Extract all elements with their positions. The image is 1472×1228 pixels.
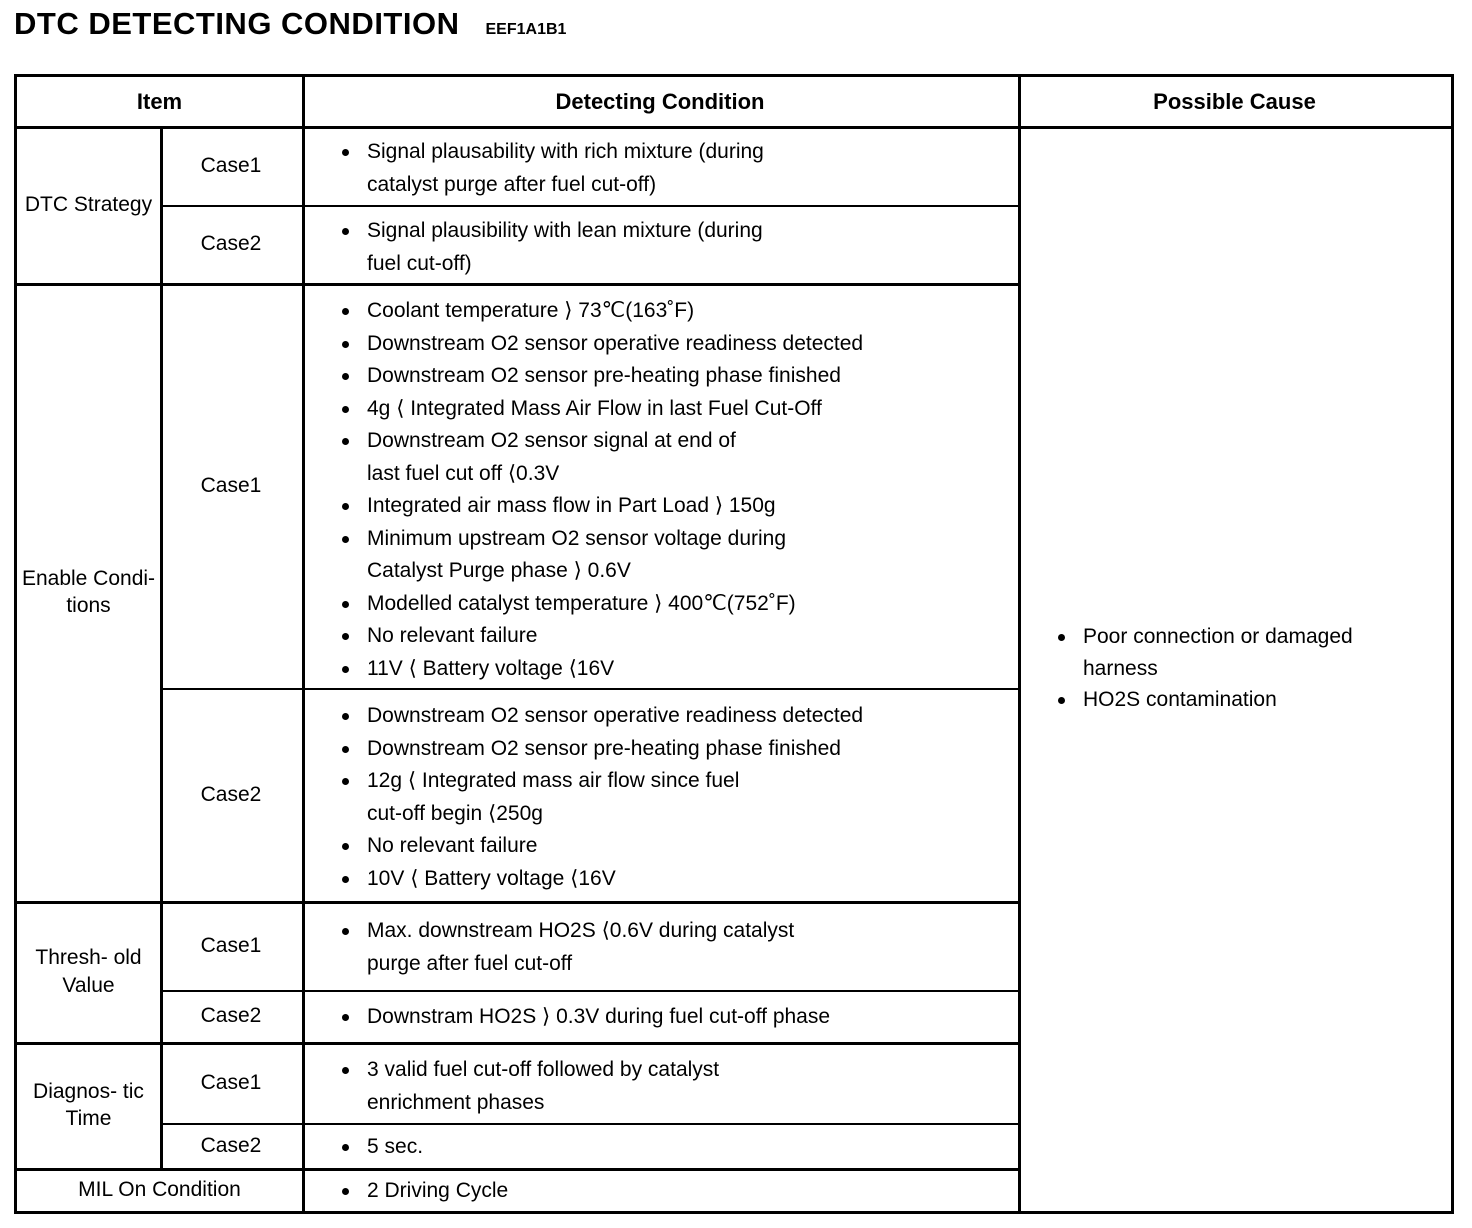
condition-enable-conditions-case1: Coolant temperature ⟩ 73℃(163˚F) Downstr… [302, 283, 1018, 688]
list-item: Poor connection or damaged harness [1052, 621, 1353, 684]
case-label-text: Case2 [200, 1133, 262, 1157]
row-item-mil-on-condition-label: MIL On Condition [78, 1177, 241, 1201]
case-label-diagnostic-time-case2: Case2 [160, 1123, 302, 1168]
condition-list: Downstram HO2S ⟩ 0.3V during fuel cut-of… [336, 1001, 1018, 1034]
header-possible-cause-label: Possible Cause [1153, 88, 1316, 114]
header-possible-cause: Possible Cause [1018, 77, 1451, 126]
row-item-diagnostic-time-label: Diagnos- tic Time [33, 1079, 144, 1130]
list-item: 12g ⟨ Integrated mass air flow since fue… [336, 765, 1018, 830]
condition-diagnostic-time-case1: 3 valid fuel cut-off followed by catalys… [302, 1042, 1018, 1123]
condition-threshold-value-case2: Downstram HO2S ⟩ 0.3V during fuel cut-of… [302, 990, 1018, 1042]
condition-list: Coolant temperature ⟩ 73℃(163˚F) Downstr… [336, 295, 1018, 686]
condition-mil-on-condition: 2 Driving Cycle [302, 1168, 1018, 1211]
row-item-dtc-strategy: DTC Strategy [17, 126, 160, 283]
list-item: Signal plausibility with lean mixture (d… [336, 215, 1018, 280]
case-label-text: Case1 [200, 473, 262, 497]
row-item-diagnostic-time: Diagnos- tic Time [17, 1042, 160, 1168]
case-label-dtc-strategy-case2: Case2 [160, 205, 302, 283]
list-item: 3 valid fuel cut-off followed by catalys… [336, 1054, 1018, 1119]
list-item: Max. downstream HO2S ⟨0.6V during cataly… [336, 915, 1018, 980]
page-reference-code: EEF1A1B1 [485, 21, 567, 38]
condition-threshold-value-case1: Max. downstream HO2S ⟨0.6V during cataly… [302, 901, 1018, 990]
condition-enable-conditions-case2: Downstream O2 sensor operative readiness… [302, 688, 1018, 901]
column-divider-item-sub [160, 126, 163, 1168]
case-label-text: Case2 [200, 1004, 262, 1027]
row-item-mil-on-condition: MIL On Condition [17, 1168, 302, 1211]
list-item: Downstream O2 sensor pre-heating phase f… [336, 733, 1018, 766]
row-item-enable-conditions-label: Enable Condi- tions [21, 566, 156, 617]
case-label-text: Case2 [200, 232, 262, 255]
rule-strategy-bottom [17, 283, 1018, 286]
case-label-text: Case2 [200, 782, 262, 806]
list-item: Downstram HO2S ⟩ 0.3V during fuel cut-of… [336, 1001, 1018, 1034]
list-item: Downstream O2 sensor operative readiness… [336, 700, 1018, 733]
row-item-threshold-value: Thresh- old Value [17, 901, 160, 1042]
list-item: 4g ⟨ Integrated Mass Air Flow in last Fu… [336, 393, 1018, 426]
rule-threshold-bottom [17, 1042, 1018, 1045]
condition-list: 2 Driving Cycle [336, 1175, 1018, 1208]
rule-diagnostic-case-split [160, 1123, 1018, 1125]
possible-cause-list: Poor connection or damaged harness HO2S … [1052, 621, 1353, 716]
list-item: Modelled catalyst temperature ⟩ 400℃(752… [336, 588, 1018, 621]
rule-threshold-case-split [160, 990, 1018, 992]
case-label-diagnostic-time-case1: Case1 [160, 1042, 302, 1123]
list-item: Coolant temperature ⟩ 73℃(163˚F) [336, 295, 1018, 328]
condition-list: 5 sec. [336, 1131, 1018, 1164]
list-item: Downstream O2 sensor operative readiness… [336, 328, 1018, 361]
list-item: 5 sec. [336, 1131, 1018, 1164]
dtc-detecting-condition-table: Item Detecting Condition Possible Cause … [14, 74, 1454, 1214]
case-label-enable-conditions-case2: Case2 [160, 688, 302, 901]
case-label-dtc-strategy-case1: Case1 [160, 126, 302, 205]
condition-list: Signal plausability with rich mixture (d… [336, 136, 1018, 201]
header-item-label: Item [136, 88, 183, 114]
column-divider-condition [302, 77, 305, 1211]
list-item: 11V ⟨ Battery voltage ⟨16V [336, 653, 1018, 686]
condition-dtc-strategy-case1: Signal plausability with rich mixture (d… [302, 126, 1018, 205]
condition-list: Max. downstream HO2S ⟨0.6V during cataly… [336, 915, 1018, 980]
list-item: No relevant failure [336, 620, 1018, 653]
list-item: Minimum upstream O2 sensor voltage durin… [336, 523, 1018, 588]
list-item: 2 Driving Cycle [336, 1175, 1018, 1208]
rule-header-bottom [17, 126, 1451, 129]
row-item-threshold-value-label: Thresh- old Value [35, 946, 142, 997]
condition-list: Signal plausibility with lean mixture (d… [336, 215, 1018, 280]
header-detecting-condition-label: Detecting Condition [555, 88, 765, 114]
rule-enable-bottom [17, 901, 1018, 904]
list-item: 10V ⟨ Battery voltage ⟨16V [336, 863, 1018, 896]
row-item-dtc-strategy-label: DTC Strategy [24, 192, 153, 216]
case-label-text: Case1 [200, 933, 262, 957]
case-label-threshold-value-case2: Case2 [160, 990, 302, 1042]
header-detecting-condition: Detecting Condition [302, 77, 1018, 126]
list-item: Downstream O2 sensor pre-heating phase f… [336, 360, 1018, 393]
rule-strategy-case-split [160, 205, 1018, 207]
case-label-threshold-value-case1: Case1 [160, 901, 302, 990]
condition-list: Downstream O2 sensor operative readiness… [336, 700, 1018, 895]
header-item: Item [17, 77, 302, 126]
list-item: Integrated air mass flow in Part Load ⟩ … [336, 490, 1018, 523]
condition-dtc-strategy-case2: Signal plausibility with lean mixture (d… [302, 205, 1018, 283]
case-label-text: Case1 [200, 1070, 262, 1094]
rule-diagnostic-bottom [17, 1168, 1018, 1171]
column-divider-cause [1018, 77, 1021, 1211]
possible-cause-cell: Poor connection or damaged harness HO2S … [1018, 126, 1451, 1211]
condition-diagnostic-time-case2: 5 sec. [302, 1123, 1018, 1168]
list-item: HO2S contamination [1052, 684, 1353, 716]
page-header: DTC DETECTING CONDITION EEF1A1B1 [14, 6, 566, 42]
case-label-text: Case1 [200, 153, 262, 177]
condition-list: 3 valid fuel cut-off followed by catalys… [336, 1054, 1018, 1119]
list-item: Downstream O2 sensor signal at end of la… [336, 425, 1018, 490]
page-title: DTC DETECTING CONDITION [14, 6, 460, 41]
row-item-enable-conditions: Enable Condi- tions [17, 283, 160, 901]
rule-possible-cause-bottom [1018, 1211, 1451, 1214]
list-item: No relevant failure [336, 830, 1018, 863]
list-item: Signal plausability with rich mixture (d… [336, 136, 1018, 201]
case-label-enable-conditions-case1: Case1 [160, 283, 302, 688]
rule-enable-case-split [160, 688, 1018, 690]
